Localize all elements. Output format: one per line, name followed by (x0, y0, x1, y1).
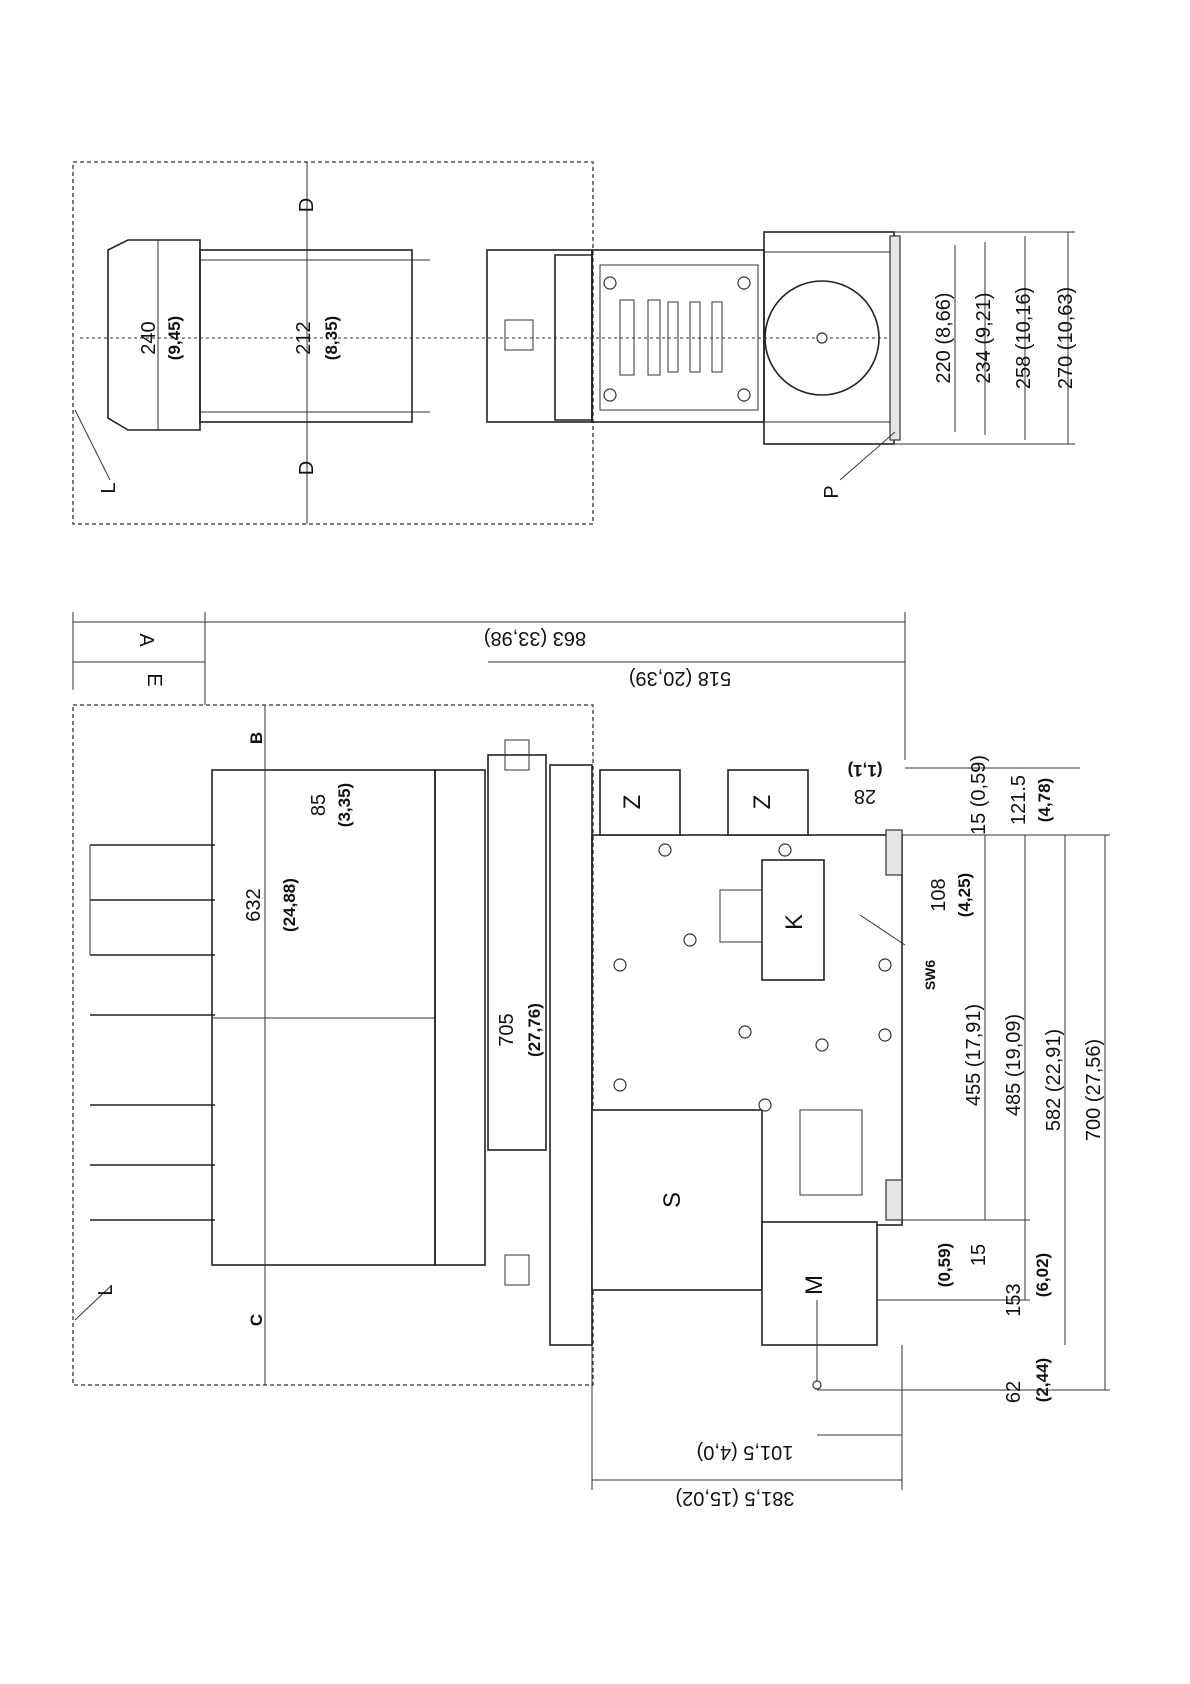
side-label-z2: Z (749, 795, 776, 810)
top-label-d-bottom: D (296, 461, 318, 475)
connector-1 (619, 299, 635, 376)
side-label-z1: Z (619, 795, 646, 810)
side-label-s: S (659, 1192, 686, 1208)
side-dim-108: 108 (928, 878, 950, 911)
side-dim-485: 485 (19,09) (1003, 1014, 1025, 1116)
top-label-d-top: D (296, 198, 318, 212)
side-dim-153: 153 (1003, 1283, 1025, 1316)
leader-sw6 (859, 914, 906, 946)
leader-l-side (74, 1284, 113, 1321)
component-z1 (599, 769, 681, 836)
side-dim-85-in: (3,35) (335, 783, 354, 827)
leader-p (839, 431, 896, 481)
side-dim-108-in: (4,25) (955, 873, 974, 917)
side-label-l: L (95, 1284, 117, 1295)
side-dim-700: 700 (27,56) (1083, 1039, 1105, 1141)
connector-3 (667, 301, 679, 373)
top-label-l: L (98, 482, 120, 493)
side-label-sw6: SW6 (922, 960, 938, 991)
mast (486, 249, 593, 423)
side-label-c: C (247, 1314, 266, 1326)
drive-wheel (764, 280, 880, 396)
side-view (72, 612, 1110, 1490)
top-dim-212: 212 (293, 321, 315, 354)
fork-carriage (199, 249, 413, 423)
side-dim-15b-in: (0,59) (935, 1243, 954, 1287)
top-dim-220: 220 (8,66) (933, 292, 955, 383)
side-label-m: M (801, 1275, 828, 1295)
side-dim-101: 101,5 (4,0) (697, 1441, 794, 1463)
top-dim-212-in: (8,35) (322, 316, 341, 360)
side-dim-381: 381,5 (15,02) (676, 1487, 795, 1509)
connector-5 (711, 301, 723, 373)
bumper-bottom (885, 1179, 903, 1221)
forks (89, 844, 215, 1221)
mast-bracket (504, 319, 534, 351)
side-label-k: K (781, 914, 808, 930)
side-dim-85: 85 (308, 794, 330, 816)
side-dim-121-in: (4,78) (1035, 778, 1054, 822)
side-dim-28-in: (1,1) (848, 761, 883, 780)
bumper-top (885, 829, 903, 876)
side-dim-632-in: (24,88) (280, 878, 299, 932)
component-s (591, 1109, 763, 1291)
access-panel (799, 1109, 863, 1196)
top-dim-240-in: (9,45) (165, 316, 184, 360)
side-label-b: B (247, 732, 266, 744)
component-k (761, 859, 825, 981)
mast-body (549, 764, 593, 1346)
side-dim-863: 863 (33,98) (484, 627, 586, 649)
screw-3 (603, 388, 617, 402)
screw-2 (737, 276, 751, 290)
screw-4 (737, 388, 751, 402)
screw-1 (603, 276, 617, 290)
side-dim-121: 121.5 (1008, 775, 1030, 825)
control-panel (599, 264, 759, 411)
side-label-a: A (135, 633, 157, 647)
top-view (72, 161, 1075, 525)
rear-bumper-strip (889, 235, 901, 441)
top-dim-240: 240 (138, 321, 160, 354)
side-dim-455: 455 (17,91) (963, 1004, 985, 1106)
side-dim-632: 632 (243, 888, 265, 921)
mast-column (487, 754, 547, 1151)
side-label-e: E (143, 673, 165, 686)
side-dim-15b: 15 (968, 1244, 990, 1266)
wheel-hub (816, 332, 828, 344)
side-dim-62-in: (2,44) (1033, 1358, 1052, 1402)
mast-bottom-cap (504, 1254, 530, 1286)
connector-2 (647, 299, 661, 376)
side-dim-582: 582 (22,91) (1043, 1029, 1065, 1131)
top-dim-234: 234 (9,21) (973, 292, 995, 383)
side-dim-518: 518 (20,39) (629, 667, 731, 689)
side-dim-62: 62 (1003, 1381, 1025, 1403)
motor-k (719, 889, 763, 943)
front-bumper (107, 239, 201, 431)
side-dim-28: 28 (854, 785, 876, 807)
leader-l-top (74, 409, 111, 481)
component-m (761, 1221, 878, 1346)
side-dim-705-in: (27,76) (525, 1003, 544, 1057)
side-dim-705: 705 (496, 1013, 518, 1046)
mast-rails (434, 769, 486, 1266)
side-dim-15a: 15 (0,59) (968, 755, 990, 835)
top-dim-258: 258 (10,16) (1013, 287, 1035, 389)
side-dim-153-in: (6,02) (1033, 1253, 1052, 1297)
tow-pin-end (812, 1380, 822, 1390)
mast-top-cap (504, 739, 530, 771)
top-label-p: P (821, 485, 843, 498)
side-view-envelope (72, 704, 594, 1386)
top-dim-270: 270 (10,63) (1055, 287, 1077, 389)
connector-4 (689, 301, 701, 373)
chassis-holes (613, 843, 892, 1112)
component-z2 (727, 769, 809, 836)
top-view-envelope (72, 161, 594, 525)
